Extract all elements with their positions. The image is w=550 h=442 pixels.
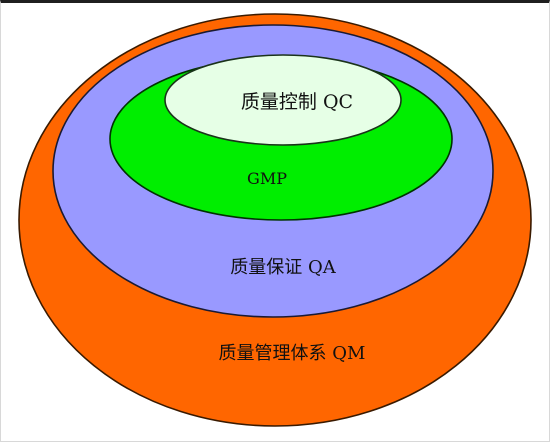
gmp-label: GMP [247,169,287,188]
qa-label: 质量保证 QA [230,257,336,278]
qm-label: 质量管理体系 QM [219,343,366,364]
qc-ellipse [164,54,402,146]
qc-label: 质量控制 QC [241,91,353,113]
